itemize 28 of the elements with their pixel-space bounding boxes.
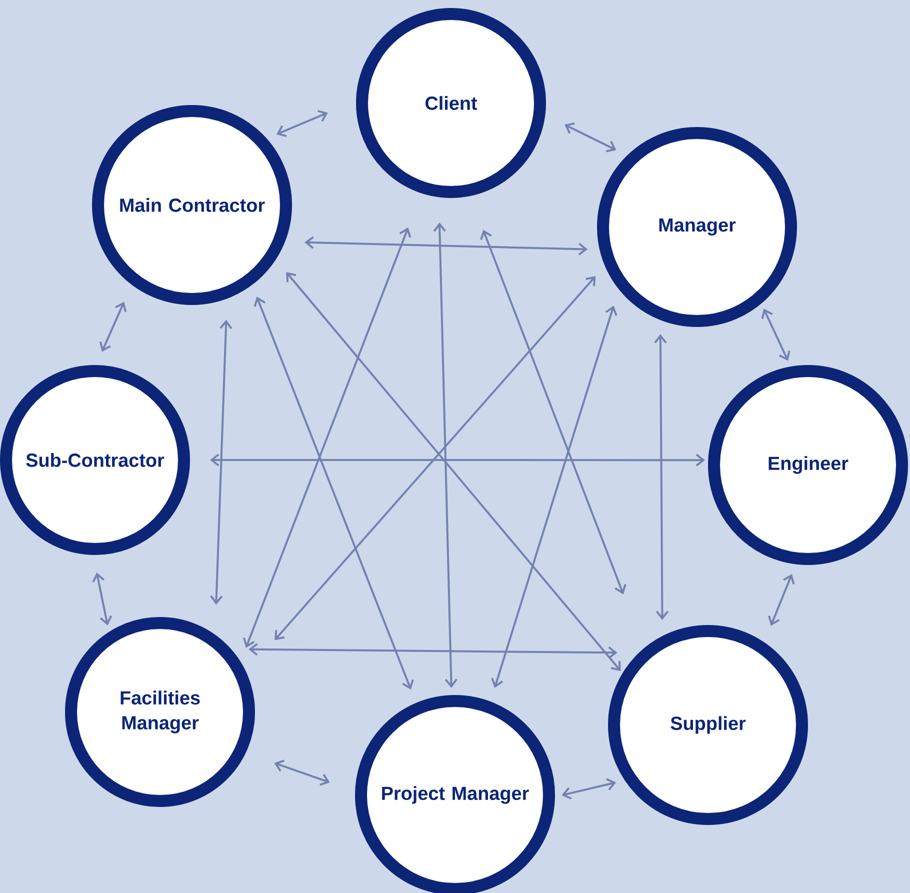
- arrow: [768, 574, 795, 626]
- circle-node: Manager: [597, 127, 797, 327]
- circle-node: Facilities Manager: [65, 617, 255, 807]
- circle-node: Engineer: [708, 365, 908, 565]
- circle-node: Client: [356, 8, 546, 198]
- arrow: [210, 454, 706, 466]
- arrow: [242, 227, 412, 648]
- arrow: [480, 230, 626, 594]
- arrow: [210, 320, 232, 605]
- arrow: [274, 760, 330, 786]
- arrow: [274, 276, 596, 640]
- arrow: [286, 272, 621, 672]
- arrow: [564, 122, 616, 152]
- arrow: [99, 302, 127, 352]
- arrow: [491, 306, 618, 688]
- circle-node: Sub-Contractor: [0, 365, 190, 555]
- arrow: [761, 308, 790, 361]
- circle-node: Supplier: [608, 625, 808, 825]
- arrow: [433, 222, 458, 688]
- circle-node: Project Manager: [355, 695, 555, 893]
- arrow: [92, 572, 112, 626]
- arrow: [248, 643, 618, 659]
- circle-node: Main Contractor: [92, 105, 292, 305]
- arrow: [254, 296, 414, 690]
- arrow: [304, 236, 588, 256]
- arrow: [276, 110, 328, 137]
- arrow: [654, 334, 669, 620]
- arrow: [562, 778, 616, 800]
